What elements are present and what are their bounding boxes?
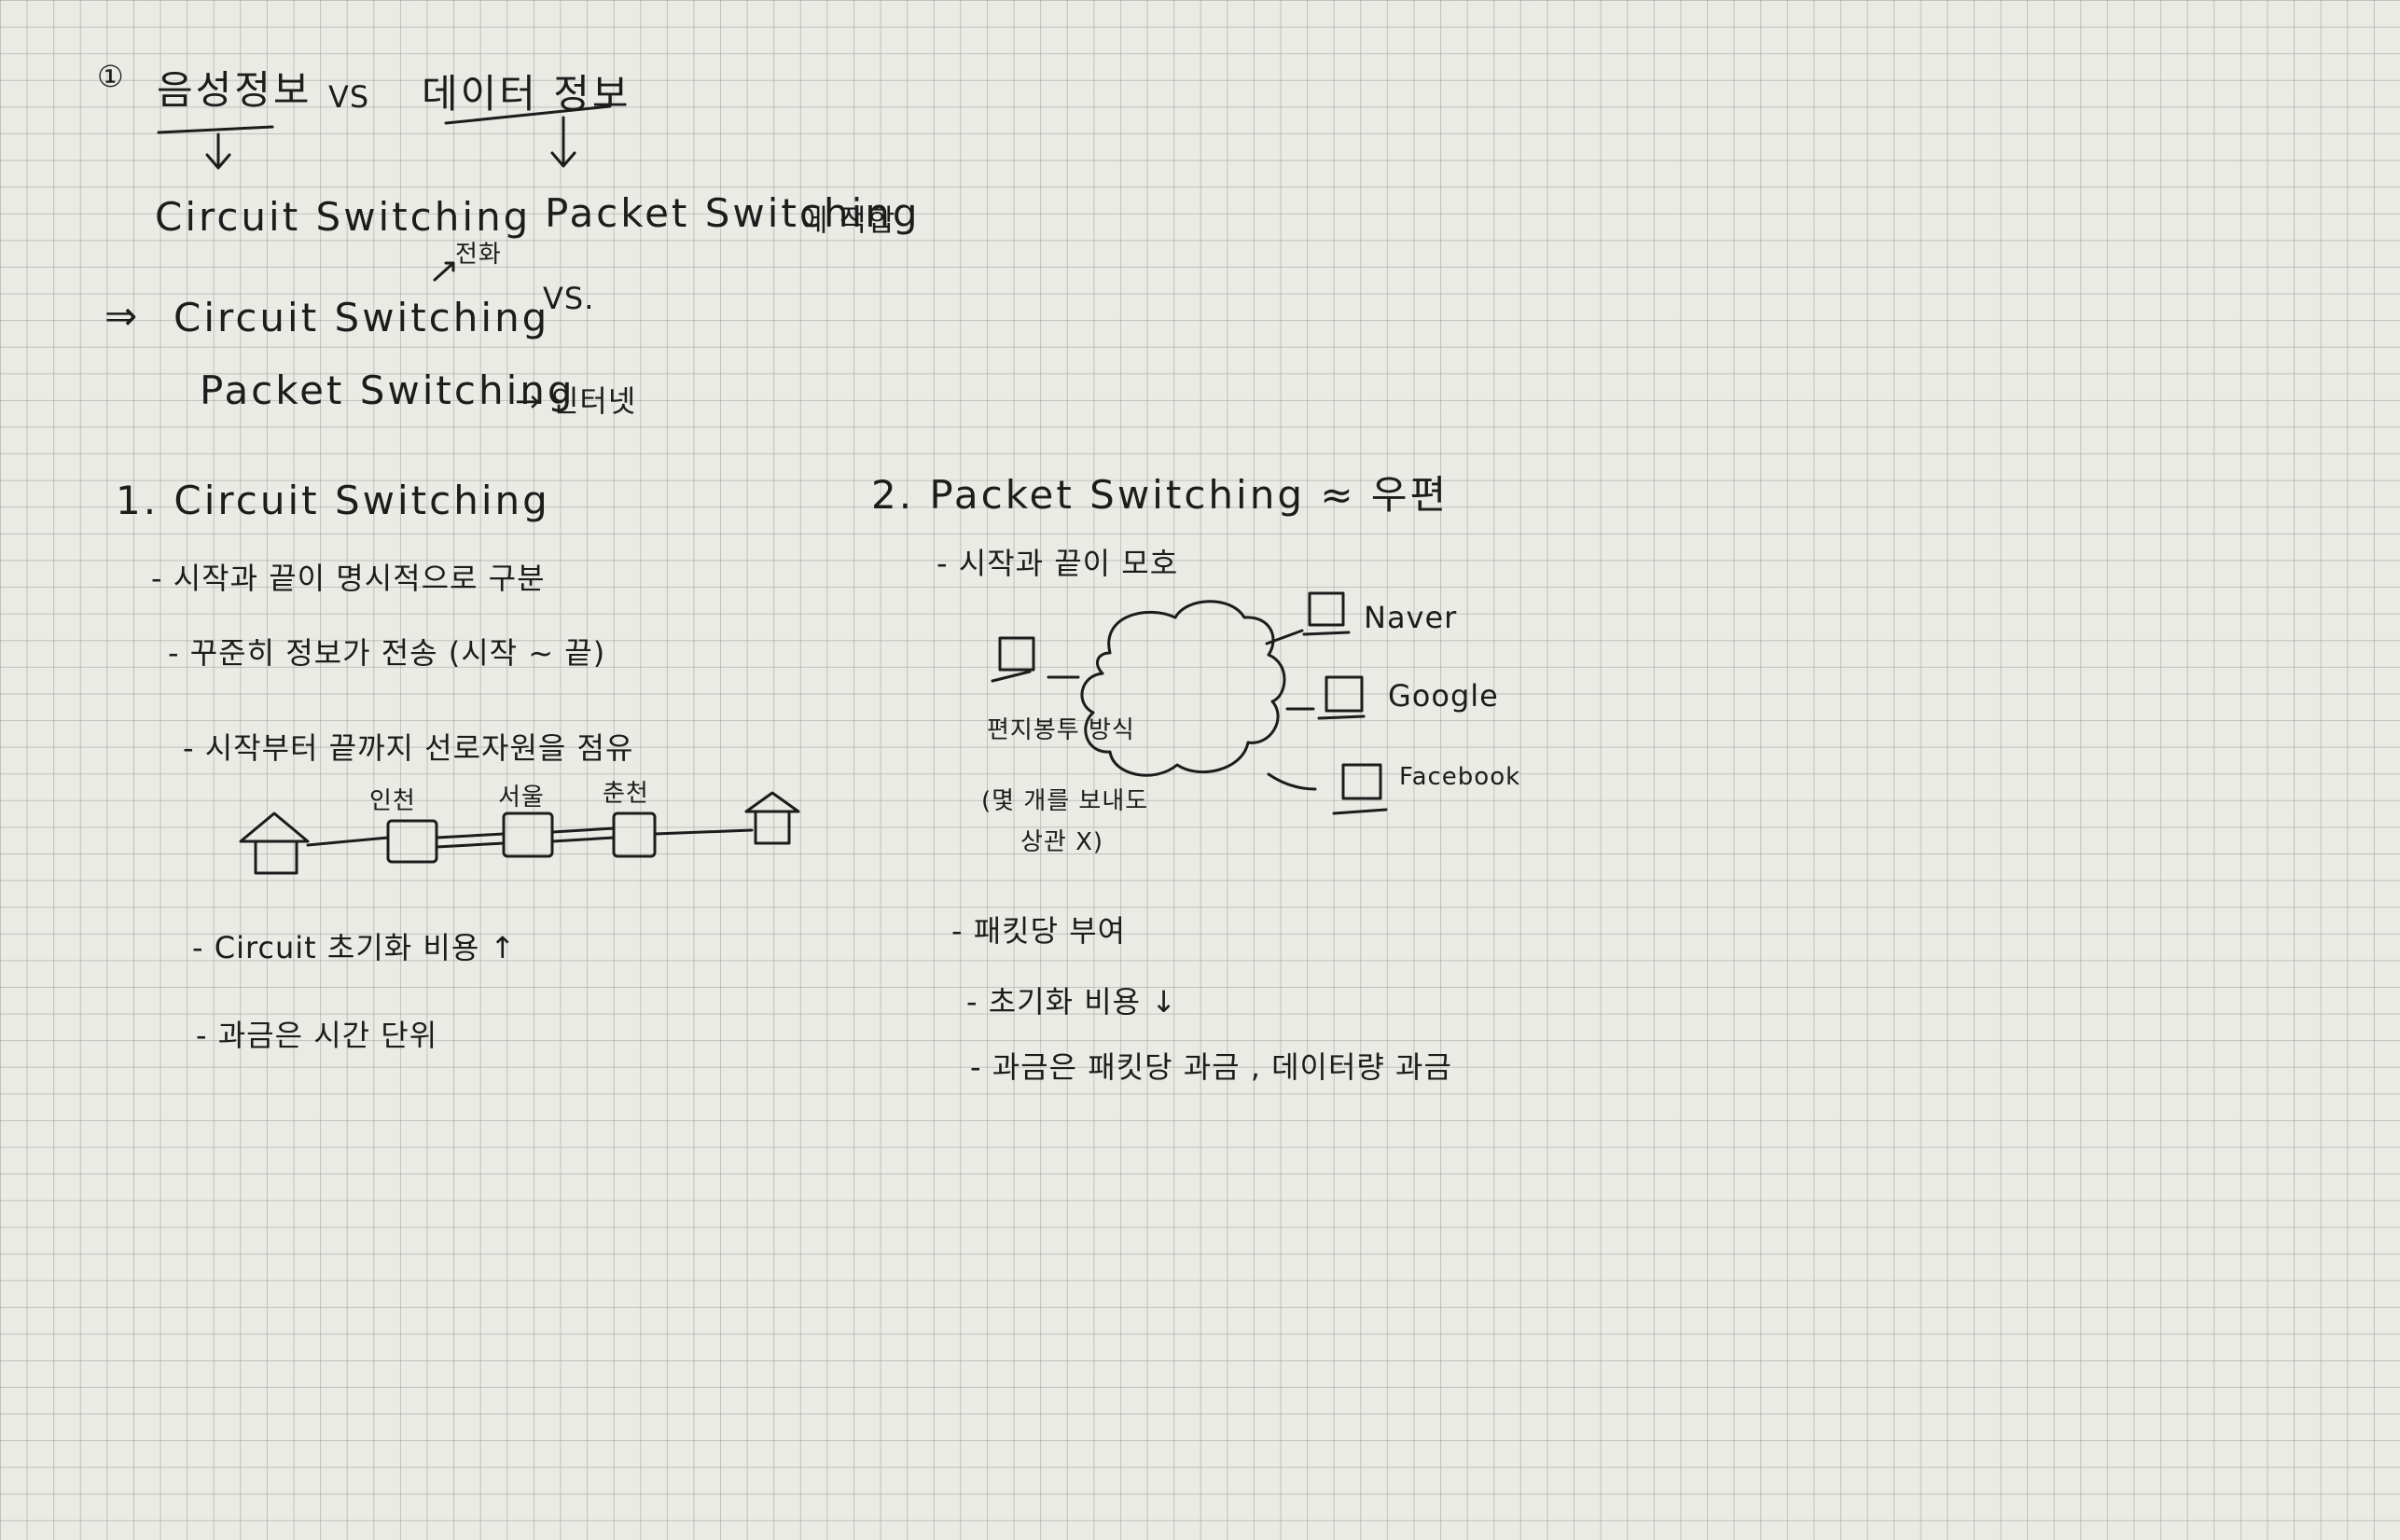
summary-circuit-label: Circuit Switching [173, 295, 550, 340]
section2-bullet: - 시작과 끝이 모호 [936, 546, 1179, 581]
circuit-switching-label: Circuit Switching [155, 194, 532, 240]
route-node-label: 서울 [498, 784, 545, 812]
vs-label: VS [328, 79, 370, 115]
server-icon-facebook [1341, 763, 1382, 800]
section2-bullet: - 패킷당 부여 [951, 913, 1127, 949]
voice-info-heading: 음성정보 [157, 67, 312, 113]
route-link [435, 832, 506, 839]
server-icon-naver [1308, 591, 1345, 627]
internet-note: → 인터넷 [515, 383, 637, 419]
section1-title: 1. Circuit Switching [116, 478, 550, 523]
data-underline [444, 104, 612, 125]
phone-note: 전화 [455, 241, 502, 269]
up-right-arrow-icon [433, 261, 455, 282]
network-link [1265, 629, 1304, 645]
server-base [1332, 808, 1388, 815]
server-base [1317, 715, 1366, 720]
envelope-note: 편지봉투 방식 [987, 716, 1135, 744]
section2-title: 2. Packet Switching ≈ 우편 [871, 472, 1450, 518]
route-link [550, 836, 616, 843]
house-icon [239, 812, 310, 843]
laptop-icon [998, 636, 1035, 672]
laptop-base [991, 670, 1032, 683]
router-node-icon [386, 819, 438, 864]
section-marker: ① [97, 59, 125, 94]
server-icon-google [1325, 675, 1364, 713]
section1-bullet: - 꾸준히 정보가 전송 (시작 ~ 끝) [168, 635, 606, 671]
section1-bullet: - 과금은 시간 단위 [196, 1018, 438, 1053]
route-link [306, 836, 390, 847]
section1-bullet: - Circuit 초기화 비용 ↑ [192, 930, 517, 965]
packet-suitability-note: 에 적합 [800, 202, 896, 238]
envelope-note: (몇 개를 보내도 [981, 787, 1149, 815]
packet-switching-label: Packet Switching [545, 190, 921, 236]
route-node-label: 춘천 [603, 780, 649, 808]
host-label-facebook: Facebook [1399, 763, 1521, 791]
section1-bullet: - 시작부터 끝까지 선로자원을 점유 [183, 730, 634, 766]
down-arrow-icon [550, 116, 576, 168]
internet-cloud-icon [1080, 600, 1286, 777]
house-icon [744, 791, 800, 813]
summary-arrow: ⇒ [104, 293, 141, 339]
summary-packet-label: Packet Switching [200, 368, 576, 413]
host-label-naver: Naver [1364, 600, 1458, 635]
route-diagram [239, 791, 800, 875]
envelope-note: 상관 X) [1020, 828, 1104, 856]
down-arrow-icon [205, 132, 231, 170]
router-node-icon [612, 812, 657, 858]
network-link [1267, 772, 1317, 791]
house-icon-body [754, 810, 791, 845]
host-label-google: Google [1388, 678, 1499, 714]
router-node-icon [502, 812, 554, 858]
network-diagram [991, 591, 1388, 815]
house-icon-body [254, 839, 298, 875]
section2-bullet: - 초기화 비용 ↓ [966, 984, 1178, 1020]
route-link [435, 841, 506, 849]
route-node-label: 인천 [369, 787, 416, 815]
route-link [653, 828, 754, 836]
voice-underline [157, 125, 274, 134]
route-link [550, 826, 616, 834]
server-base [1302, 631, 1351, 636]
summary-vs-label: VS. [543, 281, 595, 316]
section1-bullet: - 시작과 끝이 명시적으로 구분 [151, 561, 546, 596]
section2-bullet: - 과금은 패킷당 과금 , 데이터량 과금 [970, 1049, 1452, 1085]
